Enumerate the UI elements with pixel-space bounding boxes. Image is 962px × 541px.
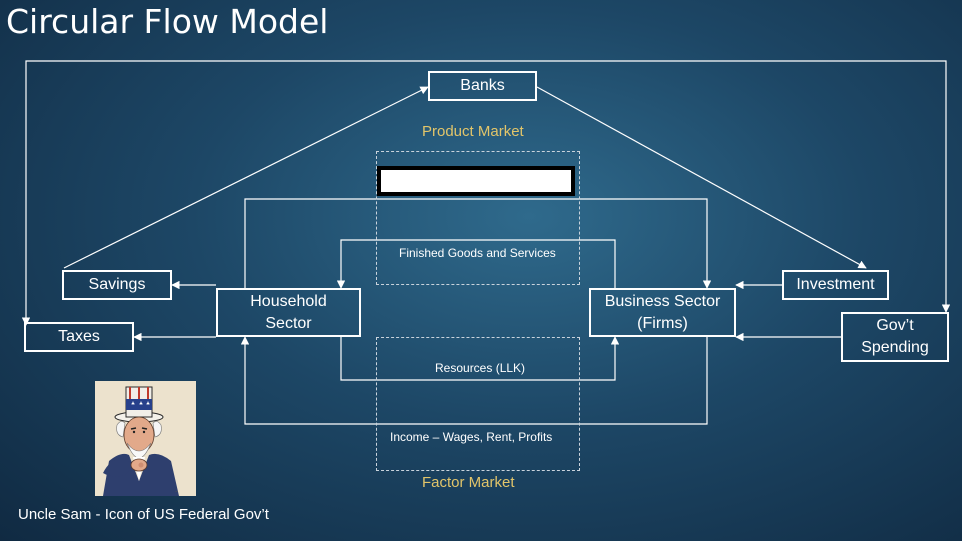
banks-box: Banks xyxy=(428,71,537,101)
arrow-resources xyxy=(340,336,620,381)
arrow-taxes-to-govt xyxy=(21,60,951,326)
uncle-sam-image: ~ xyxy=(95,381,196,496)
svg-text:~: ~ xyxy=(175,489,178,494)
uncle-sam-poster-icon: ~ xyxy=(95,381,196,496)
page-title: Circular Flow Model xyxy=(6,2,329,41)
uncle-sam-caption: Uncle Sam - Icon of US Federal Gov’t xyxy=(18,506,269,523)
redacted-box xyxy=(377,166,575,196)
govt-spending-box: Gov’t Spending xyxy=(841,312,949,362)
resources-label: Resources (LLK) xyxy=(435,361,526,375)
product-market-label: Product Market xyxy=(422,123,524,140)
product-market-region xyxy=(376,151,580,285)
arrow-finished-goods xyxy=(336,239,616,289)
arrow-spending-loop xyxy=(244,198,712,289)
income-label: Income – Wages, Rent, Profits xyxy=(390,430,553,444)
savings-box: Savings xyxy=(62,270,172,300)
arrow-savings-to-banks xyxy=(63,86,429,269)
factor-market-region xyxy=(376,337,580,471)
arrow-banks-to-investment xyxy=(536,86,867,269)
household-sector-box: Household Sector xyxy=(216,288,361,337)
arrow-income xyxy=(240,336,708,425)
business-sector-box: Business Sector (Firms) xyxy=(589,288,736,337)
finished-goods-label: Finished Goods and Services xyxy=(399,246,556,260)
investment-box: Investment xyxy=(782,270,889,300)
factor-market-label: Factor Market xyxy=(422,474,515,491)
taxes-box: Taxes xyxy=(24,322,134,352)
